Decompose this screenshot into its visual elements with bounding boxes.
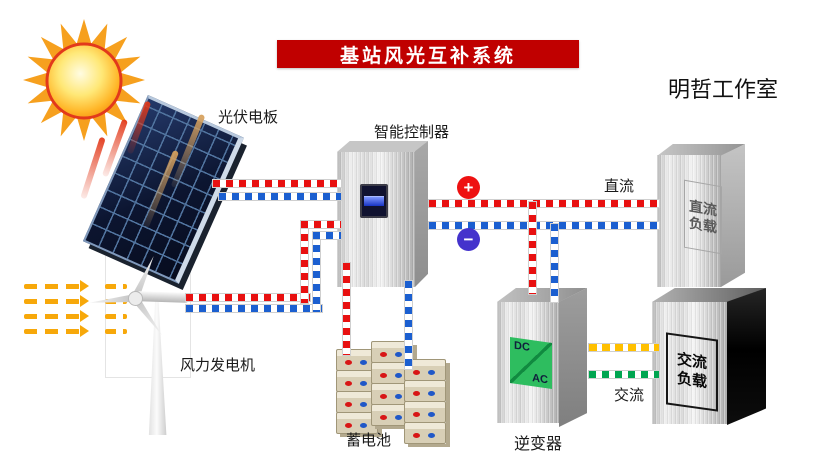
wire-wind-positive — [185, 293, 311, 302]
dc-bus-label: 直流 — [604, 178, 635, 195]
title-banner: 基站风光互补系统 — [277, 40, 579, 68]
battery-stack — [404, 359, 446, 444]
wire-battery-negative — [404, 280, 413, 370]
inverter-box-side — [559, 288, 587, 427]
negative-badge: − — [457, 228, 480, 251]
inverter-label: 逆变器 — [514, 436, 563, 453]
wire-inverter-negative — [550, 223, 559, 303]
positive-badge: + — [457, 176, 480, 199]
dc-load-nameplate: 直流 负载 — [684, 179, 722, 255]
battery-stack — [371, 341, 413, 426]
battery-label: 蓄电池 — [346, 432, 392, 449]
wind-generator-label: 风力发电机 — [180, 357, 256, 374]
wind-arrow-icon — [24, 310, 127, 322]
turbine-hub — [128, 291, 143, 306]
wire-ac-live — [588, 343, 660, 352]
inverter-dc-text: DC — [514, 339, 530, 354]
battery-stack — [336, 349, 378, 434]
dc-load-box-side — [721, 144, 745, 287]
wire-dc-bus-negative — [428, 221, 660, 230]
wire-battery-positive — [342, 262, 351, 356]
inverter-box-top — [497, 288, 587, 302]
studio-name: 明哲工作室 — [668, 77, 779, 102]
sunbeam — [80, 136, 106, 200]
dc-load-box — [657, 155, 721, 287]
controller-display — [360, 184, 388, 218]
wire-wind-negative-in — [312, 231, 342, 240]
inverter-dc-ac-panel: DC AC — [510, 337, 552, 389]
wire-wind-negative-riser — [312, 231, 321, 313]
wind-arrow-icon — [24, 325, 127, 337]
wire-dc-bus-positive — [428, 199, 660, 208]
wire-wind-positive-riser — [300, 220, 309, 304]
ac-load-box — [652, 302, 727, 424]
controller-label: 智能控制器 — [374, 124, 450, 141]
controller-box-top — [337, 141, 428, 152]
ac-load-nameplate: 交流 负载 — [666, 332, 718, 412]
ac-load-box-side — [727, 288, 766, 425]
ac-bus-label: 交流 — [614, 387, 645, 404]
wire-inverter-positive — [528, 201, 537, 295]
wire-solar-negative — [218, 192, 342, 201]
wire-wind-positive-in — [300, 220, 342, 229]
sun-icon — [23, 19, 145, 141]
inverter-ac-text: AC — [532, 372, 548, 387]
dc-load-box-top — [657, 144, 745, 156]
solar-panel-label: 光伏电板 — [218, 109, 279, 126]
wire-solar-positive — [212, 179, 342, 188]
wire-wind-negative — [185, 304, 323, 313]
controller-box-side — [415, 141, 428, 287]
wind-arrow-icon — [24, 280, 127, 292]
wire-ac-neutral — [588, 370, 660, 379]
